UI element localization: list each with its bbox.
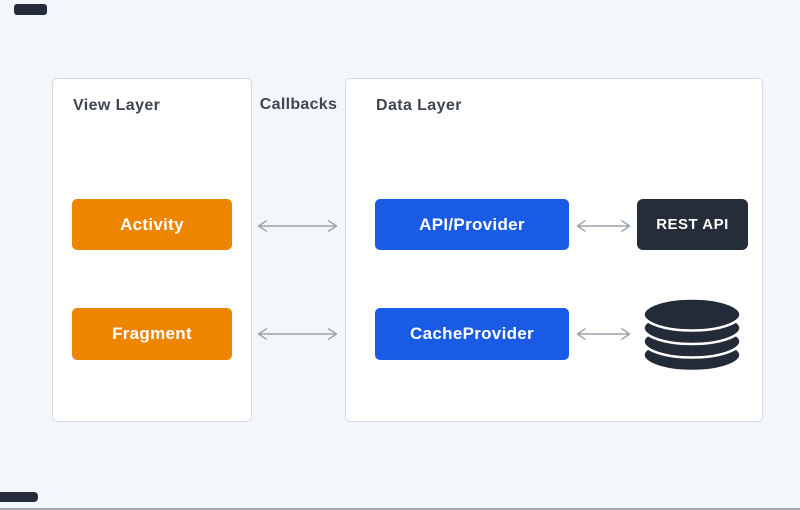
- data-layer-title: Data Layer: [376, 97, 462, 114]
- database-icon: [642, 296, 742, 376]
- rest-api-node: REST API: [637, 199, 748, 250]
- cache-provider-node: CacheProvider: [375, 308, 569, 360]
- view-layer-panel: View Layer: [52, 78, 252, 422]
- callbacks-label: Callbacks: [259, 96, 338, 113]
- arrow-fragment-cache: [256, 326, 339, 342]
- activity-node: Activity: [72, 199, 232, 250]
- bottom-border-line: [0, 508, 800, 510]
- api-provider-node: API/Provider: [375, 199, 569, 250]
- arrow-api-restapi: [575, 218, 632, 234]
- edge-fragment-top-left: [14, 4, 47, 15]
- arrow-cache-database: [575, 326, 632, 342]
- edge-fragment-bottom-left: [0, 492, 38, 502]
- view-layer-title: View Layer: [73, 97, 161, 114]
- data-layer-panel: Data Layer: [345, 78, 763, 422]
- fragment-node: Fragment: [72, 308, 232, 360]
- arrow-activity-api: [256, 218, 339, 234]
